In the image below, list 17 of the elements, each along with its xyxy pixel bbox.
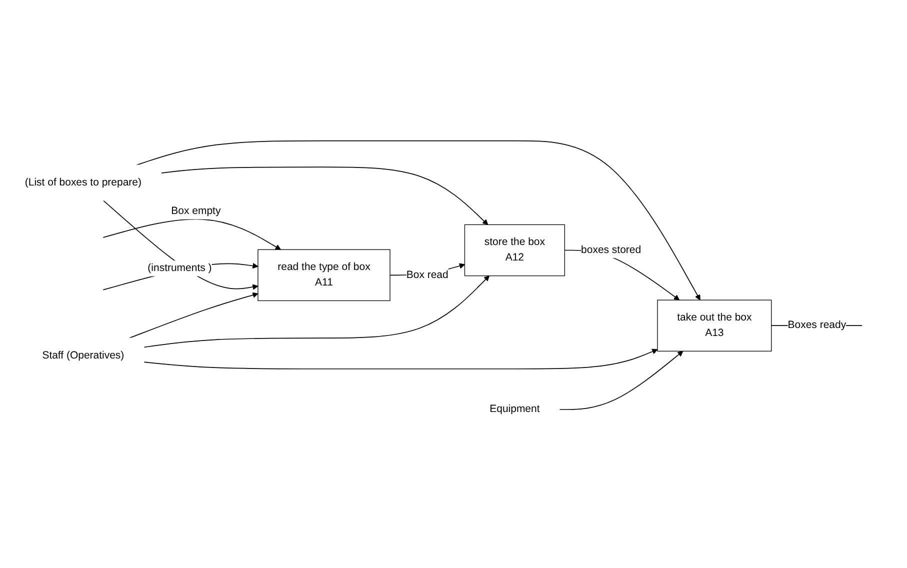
edge-label: Box read xyxy=(406,269,448,280)
arrow xyxy=(143,348,658,370)
node-box: take out the box A13 xyxy=(657,300,772,352)
node-text: (List of boxes to prepare) xyxy=(24,176,142,188)
node-box: read the type of box A11 xyxy=(258,249,390,302)
arrow xyxy=(143,276,490,348)
node-text: Staff (Operatives) xyxy=(42,350,124,361)
arrow xyxy=(128,292,258,338)
node-text: Equipment xyxy=(490,404,540,415)
edge-label: Box empty xyxy=(171,206,221,217)
node-box: store the box A12 xyxy=(464,224,565,276)
arrow xyxy=(160,166,488,225)
arrow xyxy=(102,218,281,250)
edge-label: boxes stored xyxy=(581,244,642,256)
arrow xyxy=(559,350,684,410)
edge-label: Boxes ready xyxy=(788,320,846,331)
edge-label: (instruments ) xyxy=(148,262,212,274)
